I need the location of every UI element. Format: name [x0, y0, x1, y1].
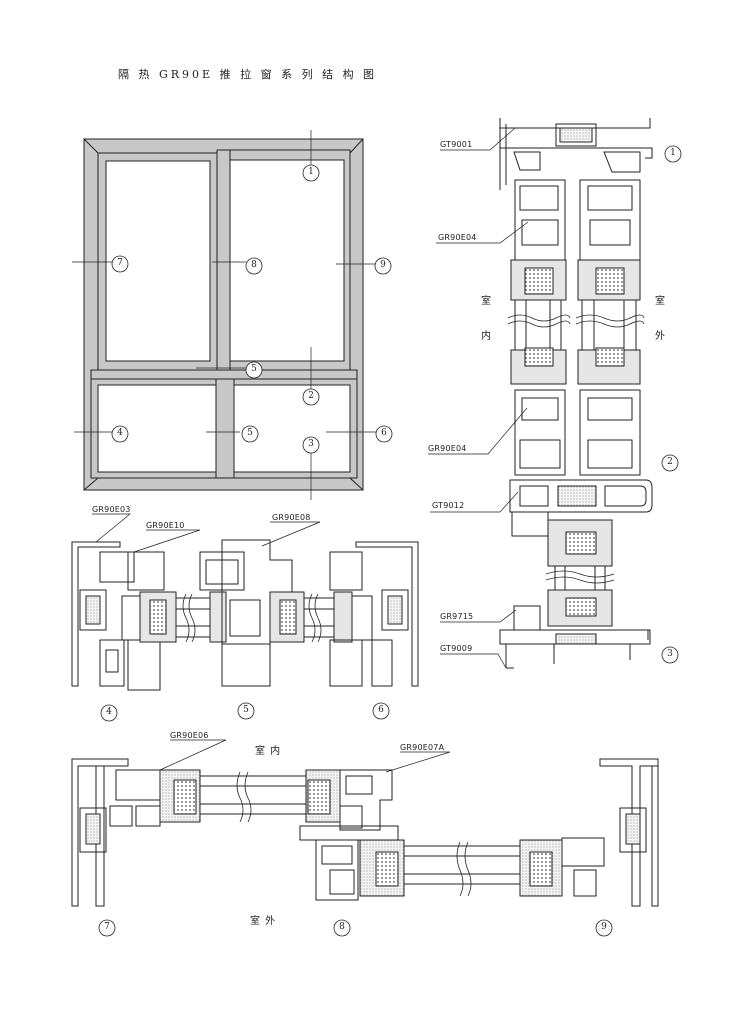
elev-num-2: 2 — [308, 391, 314, 401]
part-label-gt9009: GT9009 — [440, 644, 473, 653]
part-label-gr90e03: GR90E03 — [92, 505, 131, 514]
elev-num-9: 9 — [380, 260, 386, 270]
part-label-gr90e06: GR90E06 — [170, 731, 209, 740]
horizontal-section-789 — [71, 758, 659, 907]
elev-num-8: 8 — [251, 260, 257, 270]
section-num-8: 8 — [339, 922, 345, 932]
inside-label-char-1: 室 — [481, 296, 492, 307]
part-label-gr90e10: GR90E10 — [146, 521, 185, 530]
window-elevation — [72, 130, 376, 500]
part-label-gr90e04-lower: GR90E04 — [428, 444, 467, 453]
section-num-5: 5 — [243, 705, 249, 715]
horizontal-789-leaders — [159, 739, 451, 773]
section-num-1: 1 — [670, 148, 676, 158]
horizontal-456-leaders — [92, 513, 321, 553]
elev-num-1: 1 — [308, 167, 314, 177]
elev-num-6: 6 — [381, 428, 387, 438]
outside-label-char-1: 室 — [655, 296, 666, 307]
outside-label-789: 室 外 — [250, 916, 277, 927]
section-num-7: 7 — [104, 922, 110, 932]
inside-label-789: 室 内 — [255, 746, 282, 757]
section-num-4: 4 — [106, 707, 112, 717]
horizontal-section-456 — [71, 539, 419, 691]
elevation-callouts — [111, 164, 393, 454]
part-label-gt9012: GT9012 — [432, 501, 465, 510]
section-num-9: 9 — [601, 922, 607, 932]
elev-num-7: 7 — [117, 258, 123, 268]
vertical-leaders — [428, 127, 529, 669]
elev-num-5a: 5 — [251, 364, 257, 374]
section-num-2: 2 — [667, 457, 673, 467]
outside-label-char-2: 外 — [655, 331, 666, 342]
elev-num-3: 3 — [308, 439, 314, 449]
section-num-3: 3 — [667, 649, 673, 659]
part-label-gr9715: GR9715 — [440, 612, 474, 621]
section-callouts — [98, 145, 682, 937]
drawing-title: 隔 热 GR90E 推 拉 窗 系 列 结 构 图 — [118, 68, 378, 81]
elev-num-5b: 5 — [247, 428, 253, 438]
part-label-gr90e04-upper: GR90E04 — [438, 233, 477, 242]
part-label-gr90e08: GR90E08 — [272, 513, 311, 522]
elev-num-4: 4 — [117, 428, 123, 438]
section-num-6: 6 — [378, 705, 384, 715]
part-label-gt9001: GT9001 — [440, 140, 473, 149]
vertical-section — [499, 118, 653, 669]
part-label-gr90e07a: GR90E07A — [400, 743, 445, 752]
inside-label-char-2: 内 — [481, 331, 492, 342]
